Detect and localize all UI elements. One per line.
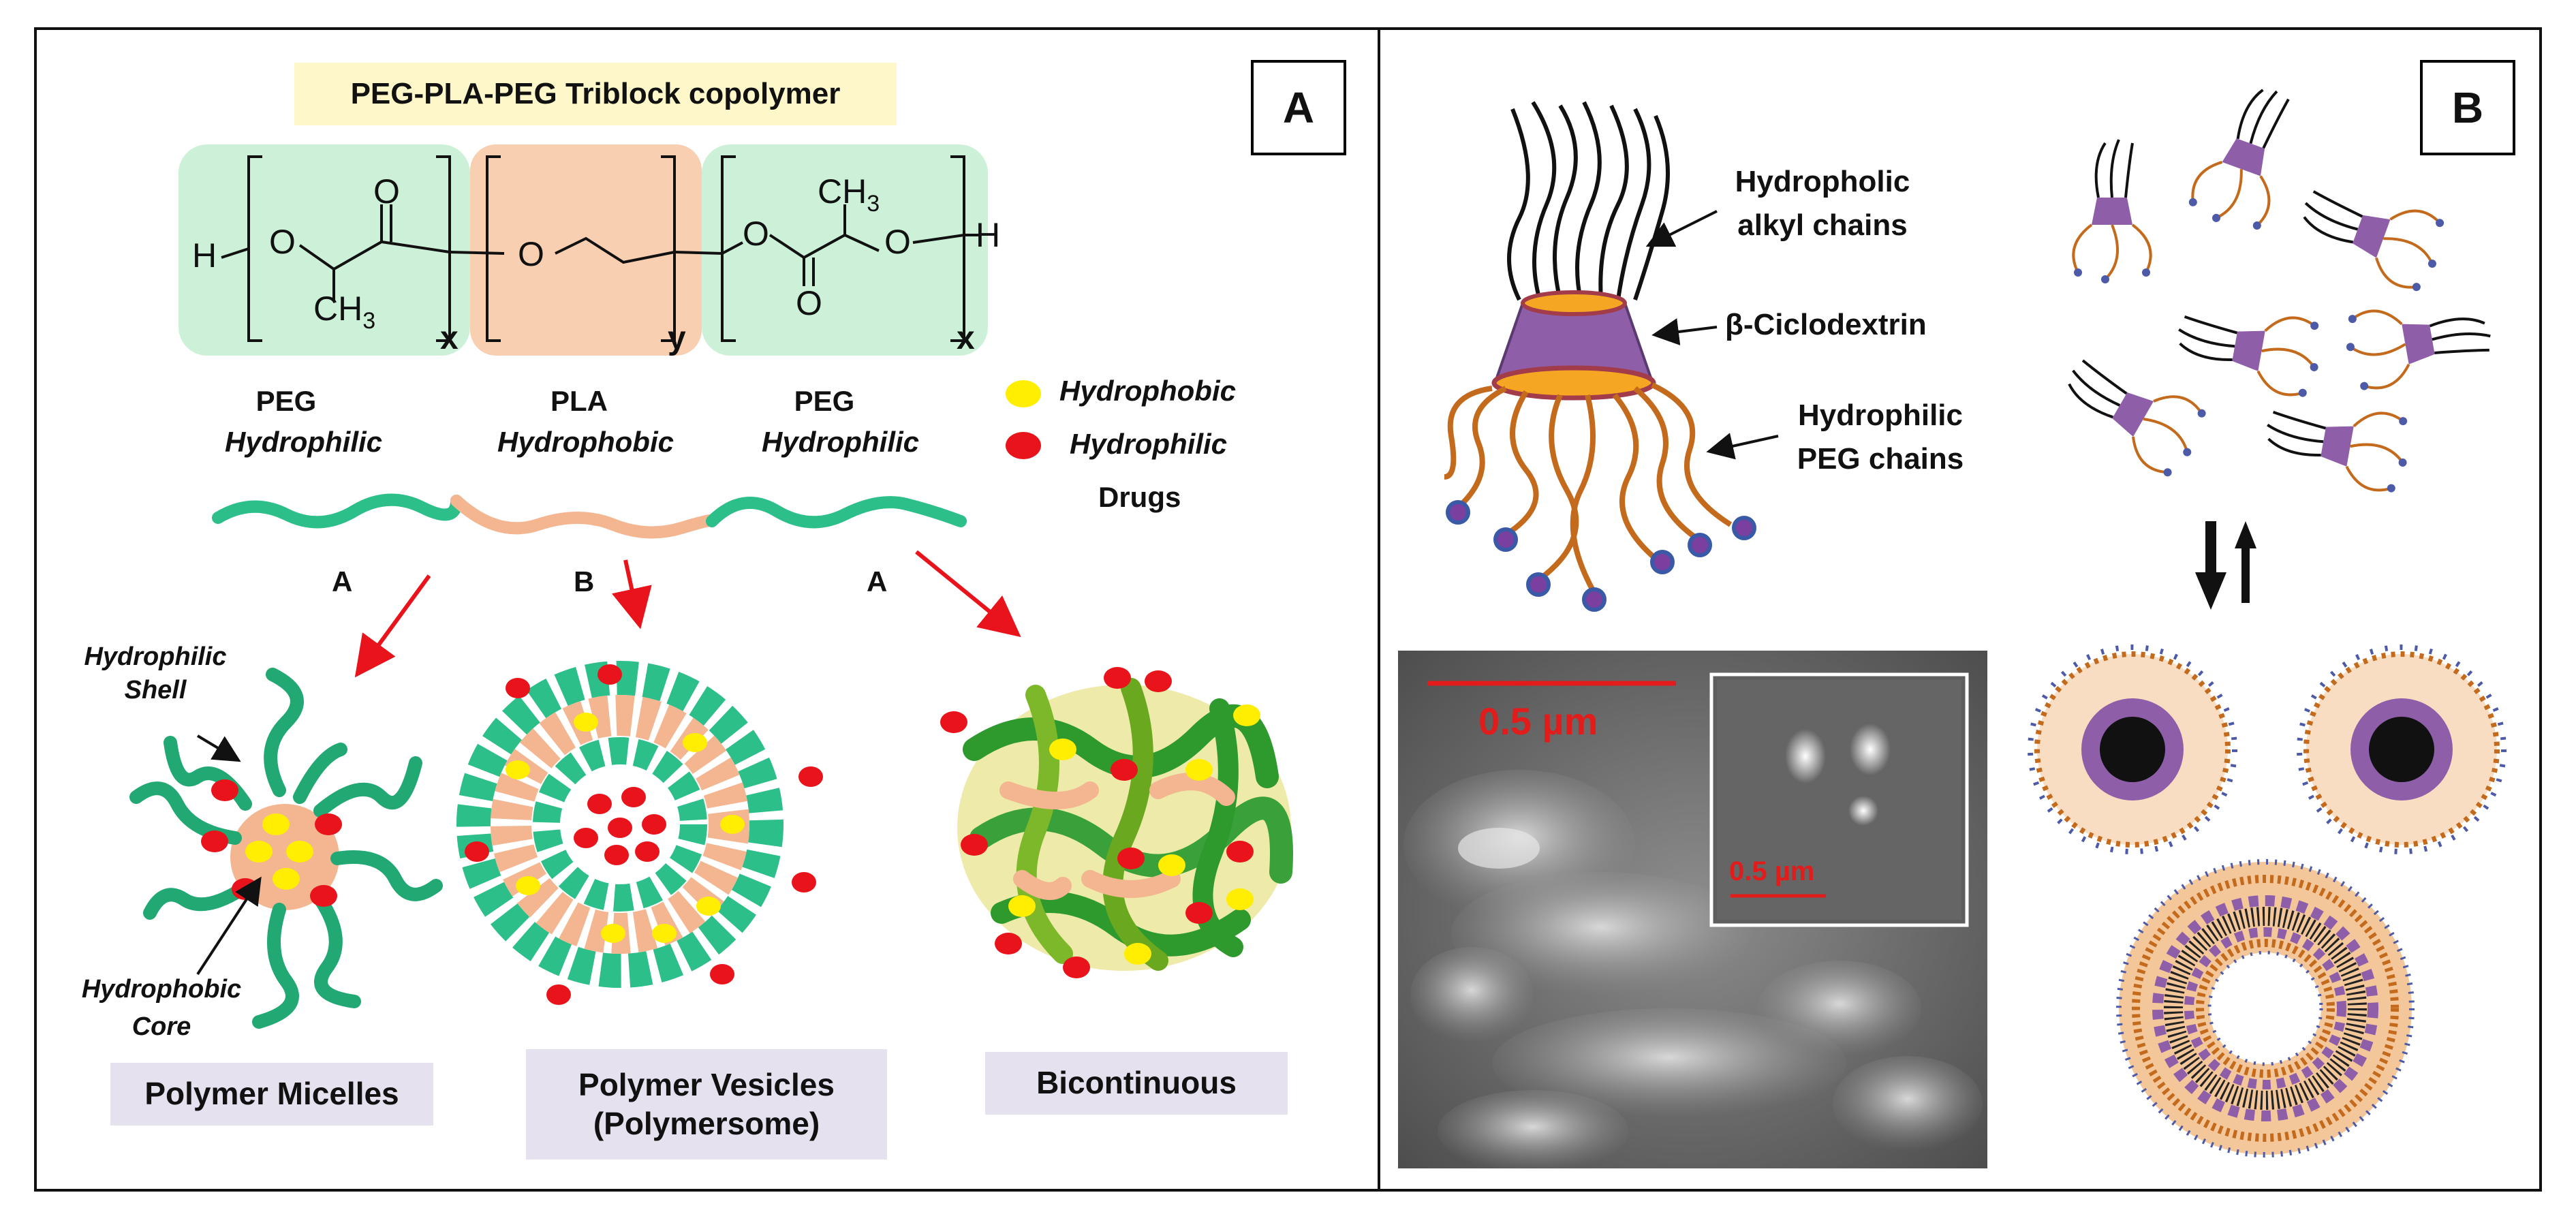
formula-o-2: O — [373, 172, 400, 211]
block-2-name: PLA — [550, 385, 608, 417]
block-2-property: Hydrophobic — [497, 426, 674, 458]
core-pointer — [196, 876, 262, 976]
pla-block-bg — [470, 144, 702, 356]
formula-o-4: O — [743, 215, 769, 253]
sem-scale-label: 0.5 µm — [1478, 700, 1598, 743]
peg-block-right-bg — [702, 144, 988, 356]
shell-label-line2: Shell — [124, 676, 187, 705]
sem-micrograph: 0.5 µm 0.5 µm — [1398, 651, 1987, 1172]
legend-hydrophilic: Hydrophilic — [1070, 428, 1228, 460]
alkyl-label: Hydropholic alkyl chains — [1724, 160, 1921, 247]
polymer-vesicle — [456, 661, 823, 1005]
legend-hydrophobic: Hydrophobic — [1059, 375, 1236, 407]
shell-pointer — [196, 734, 241, 762]
peg-chains-label: Hydrophilic PEG chains — [1785, 394, 1976, 481]
peg-chains-label-line1: Hydrophilic — [1797, 399, 1964, 432]
amphiphilic-cyclodextrin — [1444, 101, 1779, 612]
triblock-chain — [212, 493, 967, 539]
cyclodextrin-label: β-Ciclodextrin — [1725, 308, 1927, 341]
caption-vesicles: Polymer Vesicles (Polymersome) — [526, 1049, 887, 1160]
caption-vesicles-line2: (Polymersome) — [593, 1106, 820, 1141]
panel-b-letter: B — [2420, 60, 2515, 155]
caption-bicontinuous: Bicontinuous — [985, 1052, 1288, 1115]
caption-micelles: Polymer Micelles — [110, 1063, 433, 1125]
peg-block-left-bg — [179, 144, 470, 356]
block-3-property: Hydrophilic — [762, 426, 920, 458]
formula-o-3: O — [518, 235, 544, 273]
formula-y: y — [668, 320, 686, 356]
shell-label: Hydrophilic Shell — [74, 640, 237, 708]
formula-h-right: H — [976, 216, 1000, 254]
formula-ch3-left: CH3 — [313, 290, 375, 334]
formula-h-left: H — [192, 236, 217, 275]
block-3-name: PEG — [794, 385, 855, 417]
core-label: Hydrophobic Core — [76, 971, 247, 1046]
polymer-micelle — [129, 668, 443, 1029]
block-1-property: Hydrophilic — [225, 426, 383, 458]
cd-micelle-left — [2028, 644, 2237, 854]
legend-drugs: Drugs — [1098, 481, 1181, 513]
peg-chains-label-line2: PEG chains — [1797, 441, 1964, 476]
formula-x-left: x — [440, 320, 459, 356]
copolymer-title: PEG-PLA-PEG Triblock copolymer — [294, 63, 897, 125]
core-label-line1: Hydrophobic — [81, 975, 242, 1004]
triblock-structure — [221, 155, 981, 342]
formula-o-5: O — [796, 284, 822, 322]
shell-label-line1: Hydrophilic — [84, 642, 227, 671]
formula-o-6: O — [884, 223, 911, 261]
chain-label-a-right: A — [867, 565, 888, 597]
caption-vesicles-line1: Polymer Vesicles — [578, 1066, 835, 1102]
inset-scale-label: 0.5 µm — [1729, 856, 1814, 886]
panel-a-letter: A — [1251, 60, 1346, 155]
alkyl-label-line2: alkyl chains — [1737, 208, 1908, 242]
bicontinuous-structure — [940, 667, 1293, 978]
formula-x-right: x — [957, 320, 975, 356]
alkyl-label-line1: Hydropholic — [1735, 165, 1910, 198]
block-1-name: PEG — [255, 385, 317, 417]
panel-b-frame — [1378, 27, 2542, 1192]
core-label-line2: Core — [131, 1012, 191, 1042]
chain-label-b: B — [574, 565, 595, 597]
assembly-arrows — [354, 550, 1021, 678]
hydrophilic-drug-legend-dot — [1006, 432, 1041, 459]
formula-ch3-right: CH3 — [818, 172, 880, 217]
cd-vesicle — [2116, 859, 2415, 1158]
equilibrium-arrows — [2195, 521, 2256, 610]
chain-label-a-left: A — [332, 565, 353, 597]
unimer-group — [2068, 89, 2491, 493]
formula-o-1: O — [269, 223, 296, 261]
hydrophobic-drug-legend-dot — [1006, 380, 1041, 407]
cd-micelle-right — [2297, 644, 2507, 854]
